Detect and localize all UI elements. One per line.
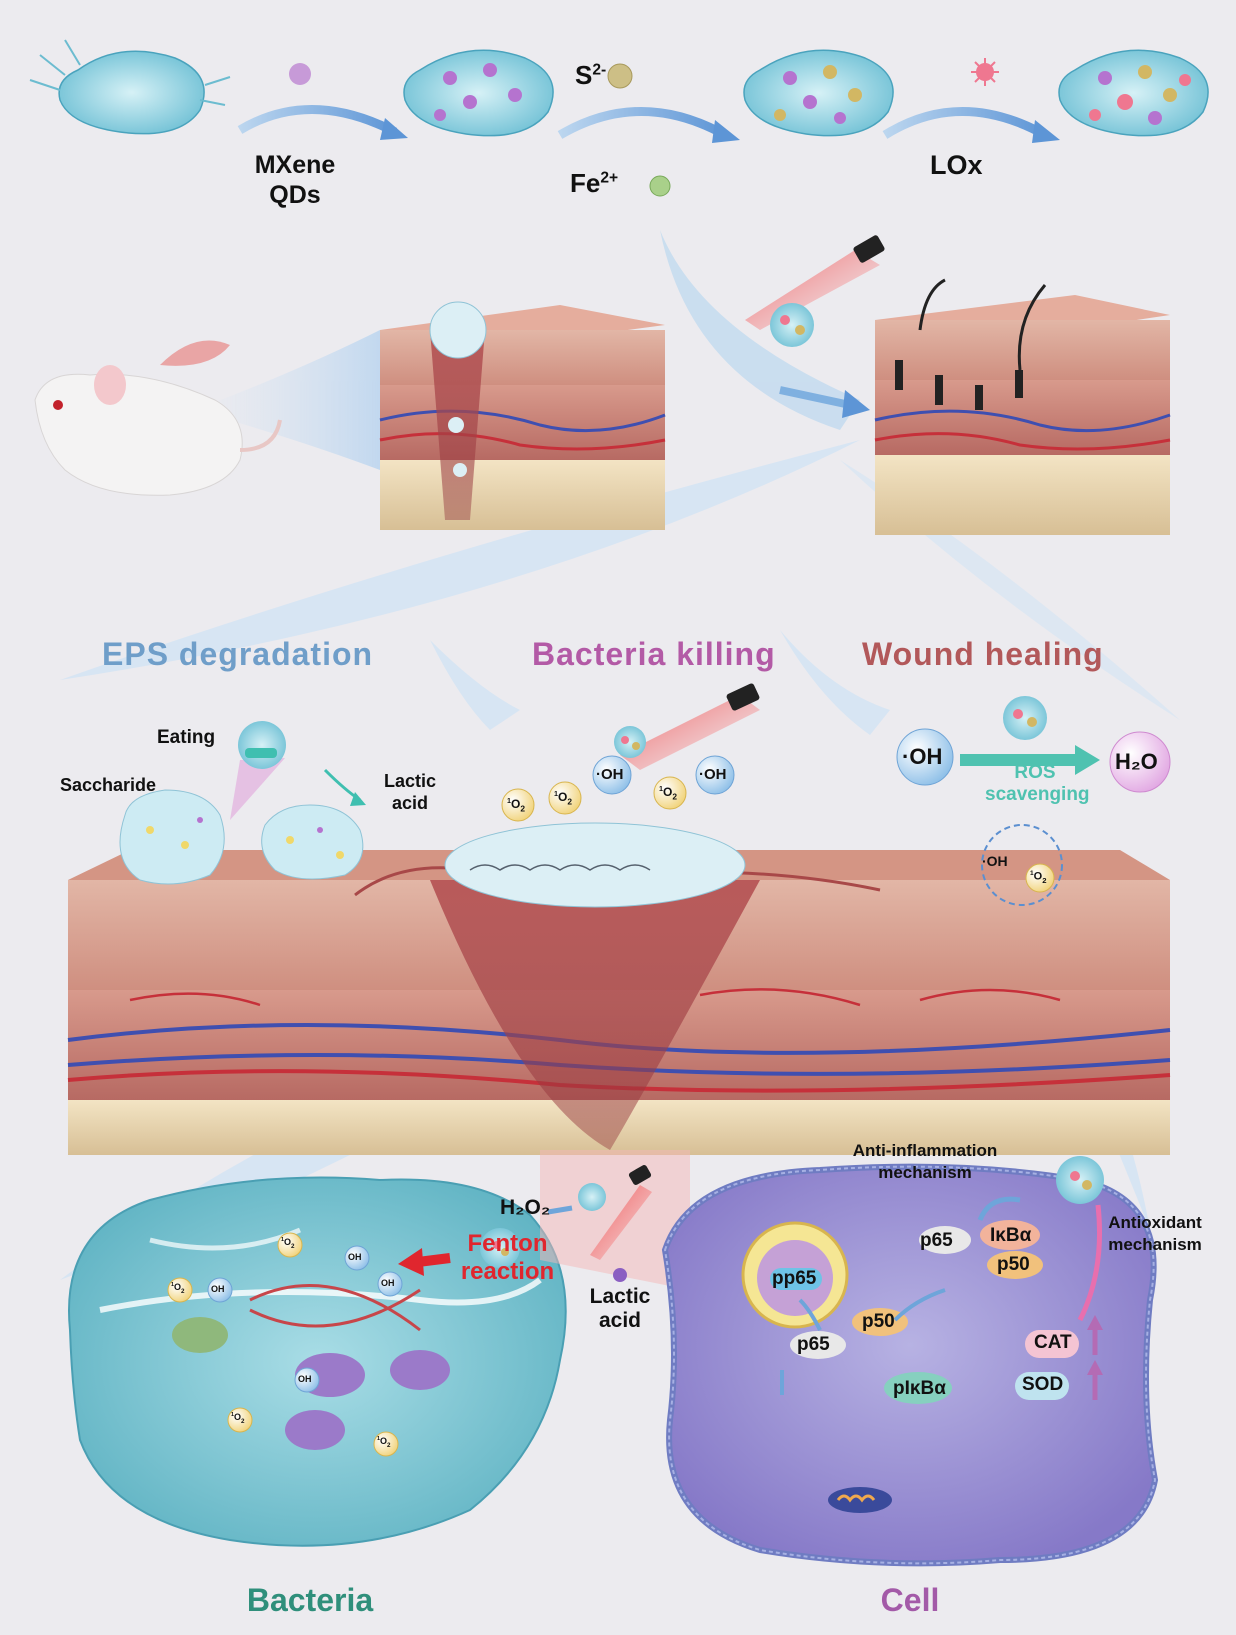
ros-scavenging-area — [896, 696, 1171, 906]
laser-top — [745, 235, 885, 347]
hydroxyl-label-1: ·OH — [596, 766, 624, 783]
mxene-qd-icon — [289, 63, 311, 85]
bac-oh-1: OH — [211, 1284, 225, 1294]
nanosheet-bare — [29, 39, 231, 135]
water-label: H₂O — [1115, 749, 1158, 774]
pikba-label: pIκBα — [893, 1378, 946, 1399]
synthesis-row — [29, 39, 1209, 197]
eps-panel — [119, 721, 366, 885]
fenton-reaction-label: Fenton reaction — [460, 1230, 555, 1285]
singlet-oxygen-label-1: 1O2 — [507, 796, 526, 814]
lactic-acid-label: Lactic acid — [383, 771, 437, 813]
eating-label: Eating — [157, 727, 216, 748]
singlet-oxygen-label-3: 1O2 — [659, 784, 678, 802]
sod-label: SOD — [1022, 1374, 1064, 1395]
bac-oh-4: OH — [298, 1374, 312, 1384]
sulfide-particle-icon — [607, 63, 633, 89]
hydroxyl-radical-label: ·OH — [902, 744, 943, 769]
flow-arrow-to-healed — [779, 386, 851, 409]
bac-oh-3: OH — [381, 1278, 395, 1288]
lox-enzyme-icon — [971, 58, 999, 86]
p50-label-2: p50 — [862, 1311, 895, 1332]
cell-cutaway — [661, 1156, 1159, 1567]
nanosheet-fes — [743, 49, 894, 137]
ikba-label: IκBα — [990, 1225, 1032, 1246]
iron-particle-icon — [649, 175, 671, 197]
mxene-qds-label: MXene QDs — [254, 151, 336, 209]
bac-singlet-4: 1O2 — [377, 1436, 391, 1449]
stage-wound-healing: Wound healing — [862, 636, 1104, 672]
antioxidant-label: Antioxidant mechanism — [1108, 1213, 1202, 1254]
bac-oh-2: OH — [348, 1252, 362, 1262]
healed-skin-block — [874, 278, 1171, 535]
bacteria-title: Bacteria — [246, 1582, 374, 1618]
anti-inflammation-label: Anti-inflammation mechanism — [852, 1141, 998, 1182]
ros-scavenging-label: ROS scavenging — [985, 762, 1090, 805]
nanosheet-complete — [1058, 49, 1209, 137]
wounded-skin-block — [379, 301, 666, 530]
bac-singlet-3: 1O2 — [231, 1412, 245, 1425]
sulfide-ion-label: S2- — [575, 60, 607, 90]
bac-singlet-2: 1O2 — [281, 1237, 295, 1250]
arrow-2 — [557, 107, 728, 139]
bacteria-killing-area — [501, 683, 760, 822]
iron-ion-label: Fe2+ — [570, 168, 619, 198]
lactic-acid-label-2: Lactic acid — [589, 1285, 651, 1332]
h2o2-label: H₂O₂ — [500, 1196, 551, 1219]
singlet-oxygen-label-4: 1O2 — [1030, 870, 1047, 885]
nanosheet-qd — [403, 49, 554, 137]
hydroxyl-label-2: ·OH — [699, 766, 727, 783]
bacteria-cutaway — [68, 1150, 690, 1547]
singlet-oxygen-label-2: 1O2 — [554, 789, 573, 807]
hydroxyl-label-3: ·OH — [982, 853, 1008, 869]
arrow-3 — [882, 107, 1048, 139]
skin-cross-section — [67, 822, 1171, 1155]
arrow-1 — [237, 105, 398, 136]
p50-label-1: p50 — [997, 1254, 1030, 1275]
p65-label-2: p65 — [797, 1334, 830, 1355]
mouse-illustration — [34, 340, 282, 496]
cell-title: Cell — [880, 1582, 940, 1618]
stage-bacteria-killing: Bacteria killing — [532, 636, 776, 672]
bac-singlet-1: 1O2 — [171, 1282, 185, 1295]
saccharide-label: Saccharide — [60, 775, 157, 795]
pp65-label: pp65 — [772, 1268, 817, 1289]
stage-eps-degradation: EPS degradation — [102, 636, 374, 672]
cat-label: CAT — [1034, 1332, 1072, 1353]
p65-label-1: p65 — [920, 1230, 953, 1251]
lox-label: LOx — [930, 150, 983, 180]
